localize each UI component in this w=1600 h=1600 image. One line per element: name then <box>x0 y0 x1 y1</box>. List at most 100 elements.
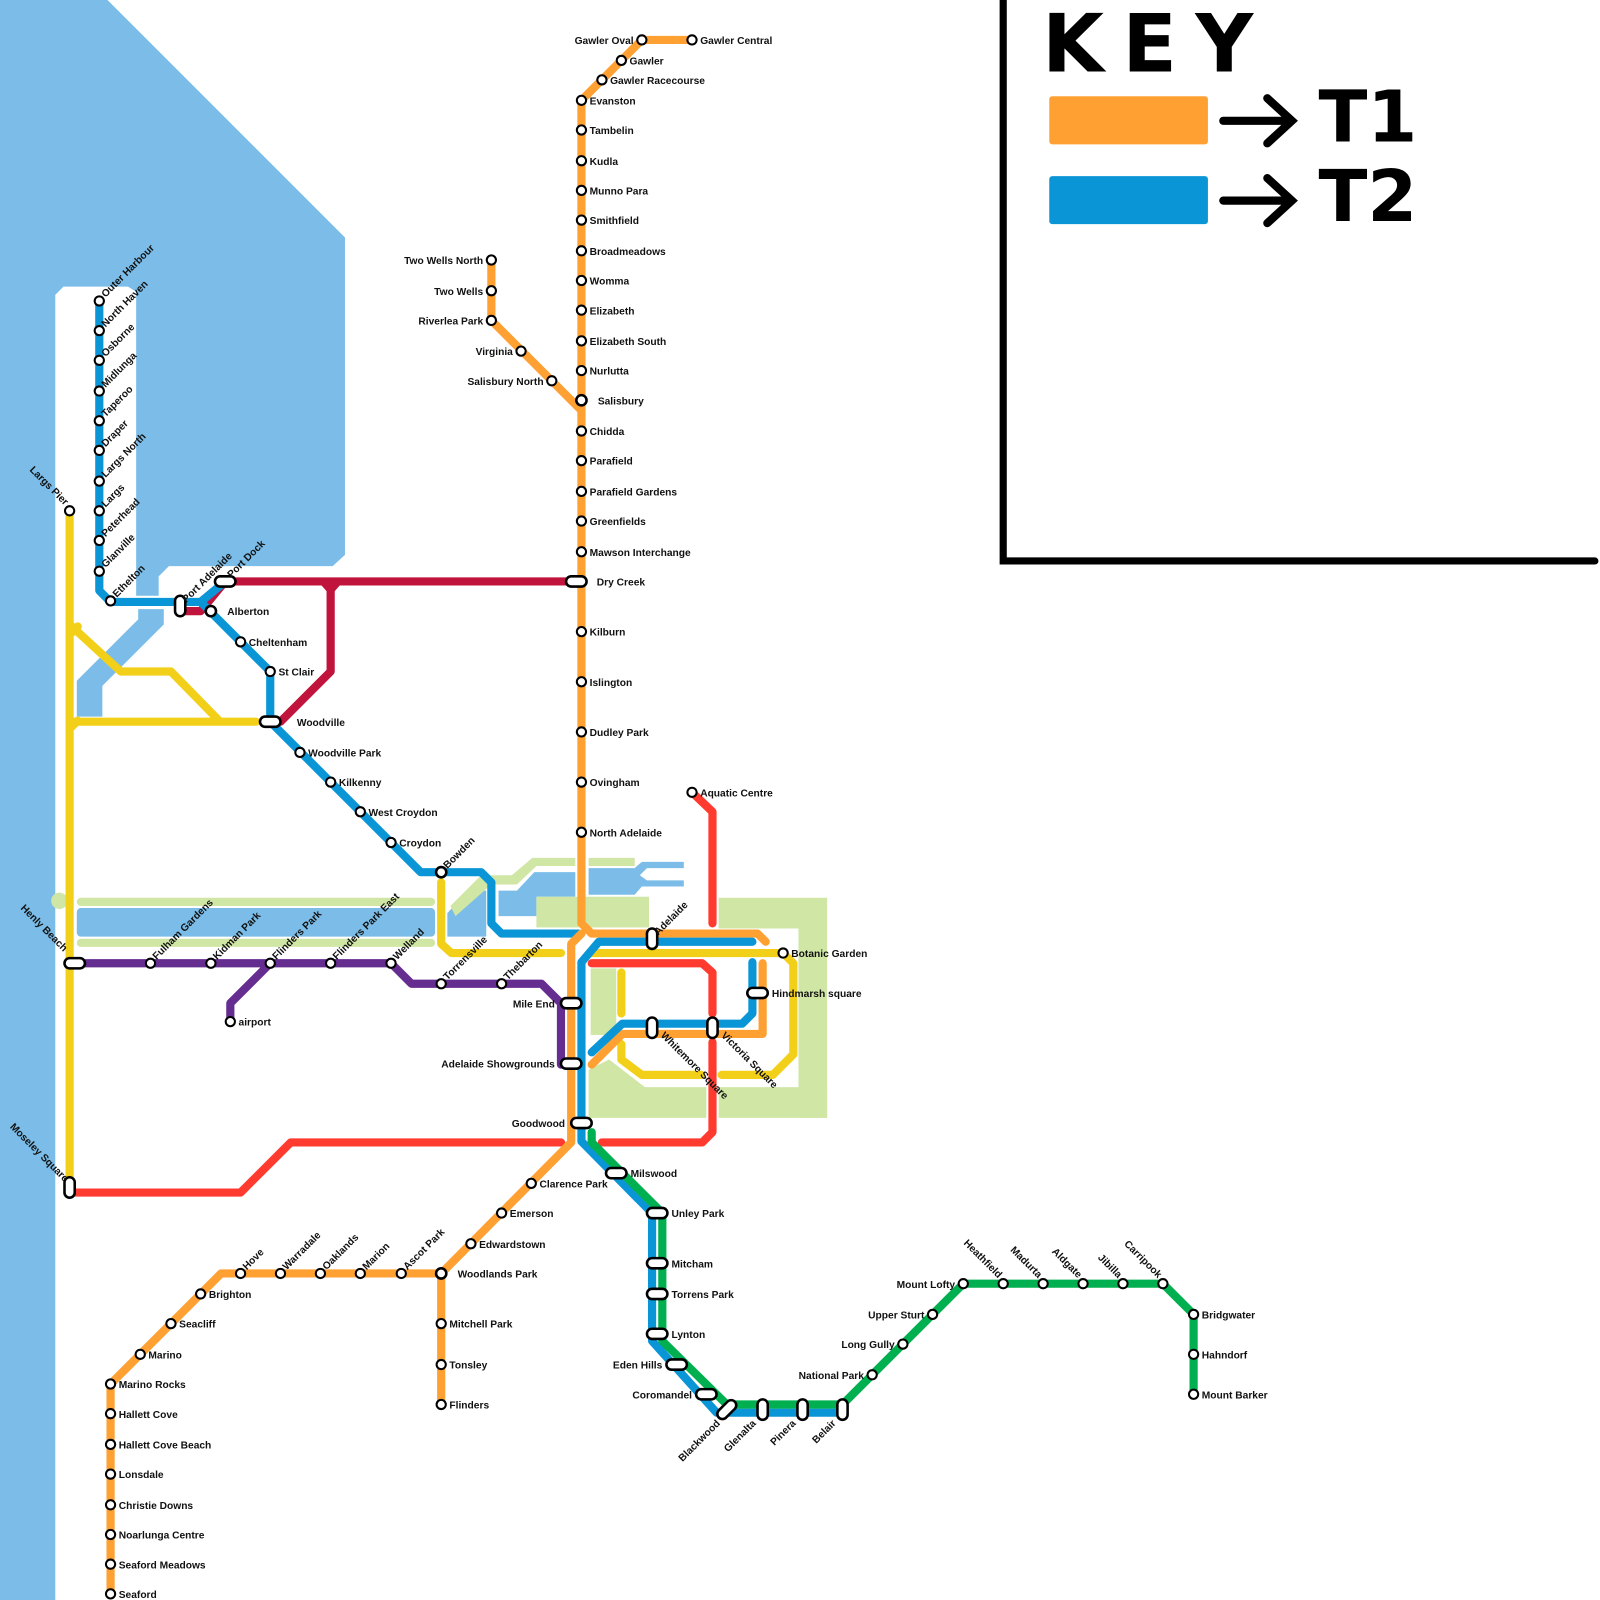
station-marker[interactable] <box>645 927 659 951</box>
station-marker[interactable] <box>104 1588 117 1600</box>
station-marker[interactable] <box>575 546 588 558</box>
station-marker[interactable] <box>63 505 76 517</box>
station-seaford-meadows[interactable]: Seaford Meadows <box>104 1558 206 1572</box>
station-marker[interactable] <box>1187 1348 1200 1360</box>
station-marker[interactable] <box>665 1358 689 1371</box>
station-kilkenny[interactable]: Kilkenny <box>325 776 382 789</box>
station-marker[interactable] <box>575 726 588 738</box>
station-national-park[interactable]: National Park <box>799 1369 878 1382</box>
station-marker[interactable] <box>926 1308 939 1321</box>
station-marker[interactable] <box>104 1408 117 1420</box>
station-marker[interactable] <box>645 1256 669 1270</box>
station-christie-downs[interactable]: Christie Downs <box>104 1499 193 1512</box>
station-elizabeth-south[interactable]: Elizabeth South <box>575 335 666 348</box>
station-marker[interactable] <box>575 393 588 407</box>
station-marker[interactable] <box>264 957 276 969</box>
station-marker[interactable] <box>434 865 448 879</box>
station-marker[interactable] <box>645 1016 659 1040</box>
station-tonsley[interactable]: Tonsley <box>435 1358 488 1372</box>
station-kilburn[interactable]: Kilburn <box>575 625 626 639</box>
station-marker[interactable] <box>575 425 588 437</box>
station-marker[interactable] <box>234 636 247 648</box>
station-marker[interactable] <box>897 1338 909 1350</box>
station-salisbury[interactable]: Salisbury <box>575 393 644 407</box>
station-munno-para[interactable]: Munno Para <box>575 184 649 198</box>
station-marker[interactable] <box>575 826 588 838</box>
station-marker[interactable] <box>93 385 105 397</box>
station-victoria-square[interactable]: Victoria Square <box>706 1016 779 1092</box>
station-bridgwater[interactable]: Bridgwater <box>1187 1308 1255 1322</box>
station-marker[interactable] <box>559 996 583 1010</box>
station-goodwood[interactable]: Goodwood <box>512 1116 593 1130</box>
station-marker[interactable] <box>575 94 588 106</box>
station-mawson-interchange[interactable]: Mawson Interchange <box>575 546 691 559</box>
station-marker[interactable] <box>575 625 588 638</box>
station-marker[interactable] <box>93 415 105 427</box>
station-marino-rocks[interactable]: Marino Rocks <box>104 1378 186 1391</box>
station-hallett-cove[interactable]: Hallett Cove <box>104 1408 178 1421</box>
station-clarence-park[interactable]: Clarence Park <box>525 1177 608 1191</box>
station-gawler-racecourse[interactable]: Gawler Racecourse <box>596 74 705 87</box>
station-woodville[interactable]: Woodville <box>258 715 345 729</box>
station-dudley-park[interactable]: Dudley Park <box>575 726 649 739</box>
station-marker[interactable] <box>434 1267 448 1280</box>
station-marker[interactable] <box>575 245 588 257</box>
station-mount-barker[interactable]: Mount Barker <box>1187 1388 1268 1402</box>
station-ovingham[interactable]: Ovingham <box>575 776 640 789</box>
station-marker[interactable] <box>957 1278 969 1290</box>
station-marker[interactable] <box>575 124 588 136</box>
station-noarlunga-centre[interactable]: Noarlunga Centre <box>104 1528 205 1542</box>
station-marker[interactable] <box>274 1267 287 1280</box>
station-nurlutta[interactable]: Nurlutta <box>575 364 629 378</box>
station-marker[interactable] <box>213 575 237 588</box>
station-marker[interactable] <box>575 676 588 688</box>
station-marker[interactable] <box>575 214 588 226</box>
station-marker[interactable] <box>325 957 337 969</box>
station-marker[interactable] <box>195 1288 207 1300</box>
station-marker[interactable] <box>575 455 588 467</box>
station-salisbury-north[interactable]: Salisbury North <box>467 375 558 388</box>
station-marker[interactable] <box>495 978 508 990</box>
station-marker[interactable] <box>435 1317 447 1330</box>
station-marker[interactable] <box>636 34 648 46</box>
station-marker[interactable] <box>104 595 117 607</box>
station-marker[interactable] <box>604 1166 628 1180</box>
station-marker[interactable] <box>93 534 105 547</box>
station-marker[interactable] <box>645 1206 669 1220</box>
station-seaford[interactable]: Seaford <box>104 1588 157 1600</box>
station-mount-lofty[interactable]: Mount Lofty <box>897 1278 969 1291</box>
station-marker[interactable] <box>205 957 217 969</box>
station-marino[interactable]: Marino <box>134 1348 182 1362</box>
station-airport[interactable]: airport <box>224 1015 272 1029</box>
station-marker[interactable] <box>525 1177 537 1189</box>
station-marker[interactable] <box>796 1398 809 1422</box>
station-riverlea-park[interactable]: Riverlea Park <box>418 314 497 328</box>
station-lonsdale[interactable]: Lonsdale <box>104 1468 164 1481</box>
station-marker[interactable] <box>63 956 87 970</box>
station-flinders[interactable]: Flinders <box>435 1398 490 1412</box>
station-marker[interactable] <box>144 957 157 969</box>
station-marker[interactable] <box>997 1278 1009 1290</box>
station-marker[interactable] <box>104 1499 117 1511</box>
station-mitchell-park[interactable]: Mitchell Park <box>435 1317 513 1331</box>
station-coromandel[interactable]: Coromandel <box>632 1387 718 1401</box>
station-marker[interactable] <box>615 54 627 67</box>
station-marker[interactable] <box>485 285 497 297</box>
station-two-wells[interactable]: Two Wells <box>434 285 497 298</box>
station-brighton[interactable]: Brighton <box>195 1288 251 1301</box>
station-marker[interactable] <box>104 1468 117 1480</box>
station-lynton[interactable]: Lynton <box>645 1327 705 1341</box>
station-hahndorf[interactable]: Hahndorf <box>1187 1348 1248 1362</box>
station-marker[interactable] <box>325 776 337 788</box>
station-marker[interactable] <box>569 1116 593 1130</box>
station-marker[interactable] <box>645 1287 669 1301</box>
station-marker[interactable] <box>686 34 698 46</box>
station-marker[interactable] <box>294 746 306 759</box>
station-marker[interactable] <box>706 1016 719 1040</box>
station-cheltenham[interactable]: Cheltenham <box>234 636 307 649</box>
station-mile-end[interactable]: Mile End <box>513 996 583 1010</box>
station-west-croydon[interactable]: West Croydon <box>354 806 438 819</box>
station-emerson[interactable]: Emerson <box>495 1207 554 1220</box>
station-marker[interactable] <box>715 1398 738 1421</box>
station-milswood[interactable]: Milswood <box>604 1166 677 1180</box>
